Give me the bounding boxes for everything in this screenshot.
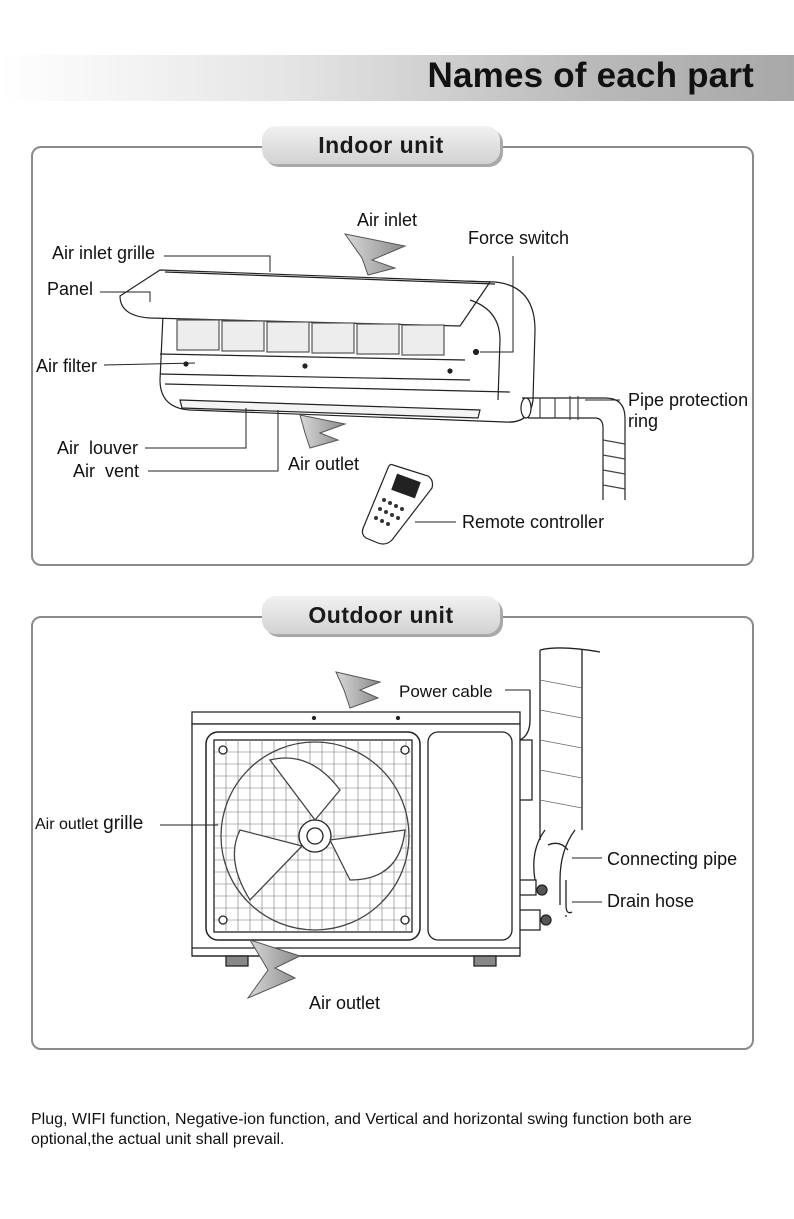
- outdoor-unit-tab: Outdoor unit: [262, 596, 500, 634]
- label-force-switch: Force switch: [468, 228, 570, 248]
- label-pipe-protection-ring-line2: ring: [628, 411, 659, 431]
- page-title: Names of each part: [427, 56, 754, 95]
- label-air-inlet: Air inlet: [357, 210, 418, 230]
- remote-controller-drawing: [361, 463, 434, 545]
- label-air-outlet-indoor: Air outlet: [288, 454, 360, 474]
- label-air-outlet-grille-part1: Air outlet: [35, 816, 99, 833]
- outdoor-unit-drawing: [191, 647, 601, 967]
- indoor-unit-drawing: [119, 269, 626, 500]
- label-air-outlet-grille: Air outlet grille: [35, 813, 143, 835]
- label-power-cable: Power cable: [399, 682, 493, 701]
- label-panel: Panel: [47, 279, 94, 299]
- air-outlet-arrow-indoor: [299, 414, 347, 449]
- footnote: Plug, WIFI function, Negative-ion functi…: [31, 1111, 692, 1148]
- label-connecting-pipe: Connecting pipe: [607, 849, 738, 869]
- label-pipe-protection-ring-line1: Pipe protection: [628, 390, 749, 410]
- header-bar: [0, 55, 794, 101]
- label-air-outlet-outdoor: Air outlet: [309, 993, 381, 1013]
- label-air-outlet-grille-part2: grille: [103, 813, 144, 834]
- label-drain-hose: Drain hose: [607, 891, 695, 911]
- label-air-louver: Air louver: [57, 438, 139, 458]
- air-outlet-arrow-outdoor: [246, 939, 302, 1000]
- label-air-filter: Air filter: [36, 356, 98, 376]
- power-cable-arrow: [335, 671, 382, 709]
- label-remote-controller: Remote controller: [462, 512, 605, 532]
- indoor-unit-tab: Indoor unit: [262, 126, 500, 164]
- air-inlet-arrow: [343, 233, 407, 276]
- label-air-vent: Air vent: [73, 461, 140, 481]
- label-air-inlet-grille: Air inlet grille: [52, 243, 156, 263]
